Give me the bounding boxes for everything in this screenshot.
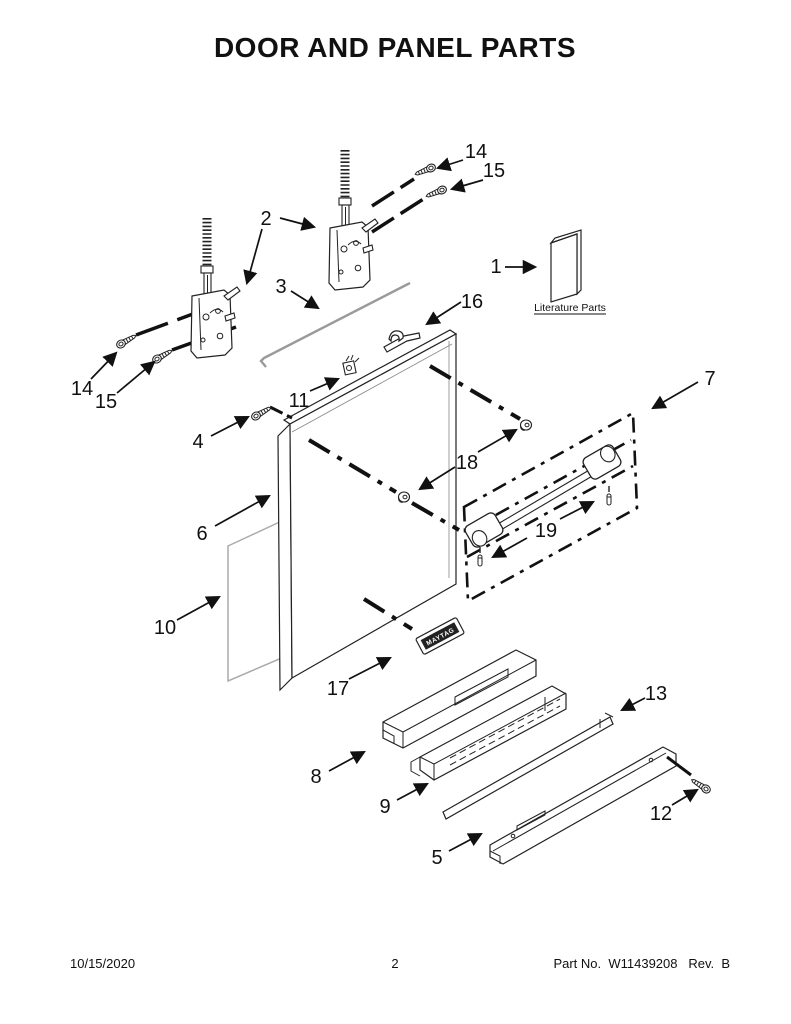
trim-strip bbox=[442, 712, 614, 820]
footer-part-info: Part No. W11439208 Rev. B bbox=[553, 956, 730, 971]
door-handle bbox=[464, 444, 622, 567]
hinge-screw-15-left bbox=[150, 346, 175, 366]
outer-door-panel-outline bbox=[462, 410, 639, 604]
callout-arrow-7 bbox=[651, 381, 699, 410]
insulation-block-inner bbox=[410, 685, 567, 781]
callout-arrow-5 bbox=[448, 832, 483, 852]
callout-arrow-18b bbox=[418, 466, 456, 491]
handle-screw-right bbox=[606, 485, 612, 506]
page-title: DOOR AND PANEL PARTS bbox=[214, 32, 576, 63]
callout-arrow-17 bbox=[348, 657, 392, 680]
callout-arrow-14l bbox=[90, 351, 118, 380]
callout-arrow-6 bbox=[214, 494, 271, 527]
callout-label-8: 8 bbox=[310, 766, 321, 788]
page-footer: 10/15/2020 2 Part No. W11439208 Rev. B bbox=[70, 956, 730, 971]
hinge-assembly-right bbox=[329, 150, 378, 290]
callout-label-18: 18 bbox=[456, 452, 478, 474]
callout-label-7: 7 bbox=[704, 368, 715, 390]
callout-label-5: 5 bbox=[431, 847, 442, 869]
hinge-screw-15-top bbox=[424, 184, 449, 201]
callout-arrow-2a bbox=[279, 216, 317, 231]
callout-label-1: 1 bbox=[490, 256, 501, 278]
callout-label-17: 17 bbox=[327, 678, 349, 700]
callout-arrow-8 bbox=[328, 750, 366, 772]
callout-arrow-3 bbox=[290, 290, 320, 310]
callout-labels: 1 2 3 4 5 6 7 8 9 10 11 12 13 14 15 14 1… bbox=[71, 141, 716, 869]
callout-label-10: 10 bbox=[154, 617, 176, 639]
literature-parts-label: Literature Parts bbox=[534, 302, 606, 314]
callout-label-2: 2 bbox=[260, 208, 271, 230]
callout-label-4: 4 bbox=[192, 431, 203, 453]
callout-arrow-19b bbox=[559, 501, 595, 520]
handle-grommet-upper bbox=[519, 419, 533, 432]
callout-label-19: 19 bbox=[535, 520, 557, 542]
door-clip bbox=[342, 354, 360, 376]
callout-arrow-13 bbox=[620, 697, 646, 712]
callout-label-11: 11 bbox=[289, 390, 310, 412]
callout-label-13: 13 bbox=[645, 683, 667, 705]
hinge-screw-14-left bbox=[114, 331, 139, 351]
callout-arrow-19a bbox=[491, 537, 528, 559]
footer-date: 10/15/2020 bbox=[70, 956, 135, 971]
callout-arrows bbox=[90, 157, 699, 852]
callout-label-9: 9 bbox=[379, 796, 390, 818]
callout-label-14-left: 14 bbox=[71, 378, 93, 400]
door-inner-panel bbox=[277, 329, 458, 692]
brand-badge: MAYTAG bbox=[415, 617, 465, 655]
insulation-block-outer bbox=[382, 649, 537, 749]
door-screw-4 bbox=[249, 403, 274, 423]
access-panel bbox=[489, 746, 677, 865]
callout-label-15-left: 15 bbox=[95, 391, 117, 413]
literature-booklet bbox=[549, 229, 582, 303]
callout-arrow-14t bbox=[435, 157, 464, 172]
callout-arrow-11 bbox=[309, 377, 340, 392]
footer-page-number: 2 bbox=[391, 956, 398, 971]
callout-label-16: 16 bbox=[461, 291, 483, 313]
callout-label-12: 12 bbox=[650, 803, 672, 825]
hinge-screw-14-top bbox=[413, 162, 438, 179]
callout-arrow-12 bbox=[671, 788, 699, 806]
callout-arrow-4 bbox=[210, 416, 250, 437]
callout-arrow-9 bbox=[396, 782, 429, 801]
screw-axis-line-12 bbox=[666, 755, 692, 777]
handle-grommet-lower bbox=[397, 491, 411, 504]
callout-label-15-top: 15 bbox=[483, 160, 505, 182]
callout-arrow-15l bbox=[116, 360, 156, 394]
callout-arrow-10 bbox=[176, 595, 221, 621]
callout-arrow-15t bbox=[449, 178, 484, 193]
alignment-lines bbox=[307, 364, 522, 631]
callout-label-14-top: 14 bbox=[465, 141, 487, 163]
screw-axis-line-4 bbox=[269, 405, 293, 420]
screw-axis-lines-right bbox=[371, 177, 426, 234]
callout-arrow-18a bbox=[477, 428, 518, 453]
callout-label-3: 3 bbox=[275, 276, 286, 298]
callout-label-6: 6 bbox=[196, 523, 207, 545]
callout-arrow-16 bbox=[425, 301, 462, 326]
door-bracket bbox=[383, 330, 421, 353]
hinge-assembly-left bbox=[191, 218, 240, 358]
door-balance-link-rod bbox=[259, 281, 411, 368]
door-insulation-sheet bbox=[227, 518, 285, 683]
callout-arrow-2b bbox=[243, 228, 263, 286]
